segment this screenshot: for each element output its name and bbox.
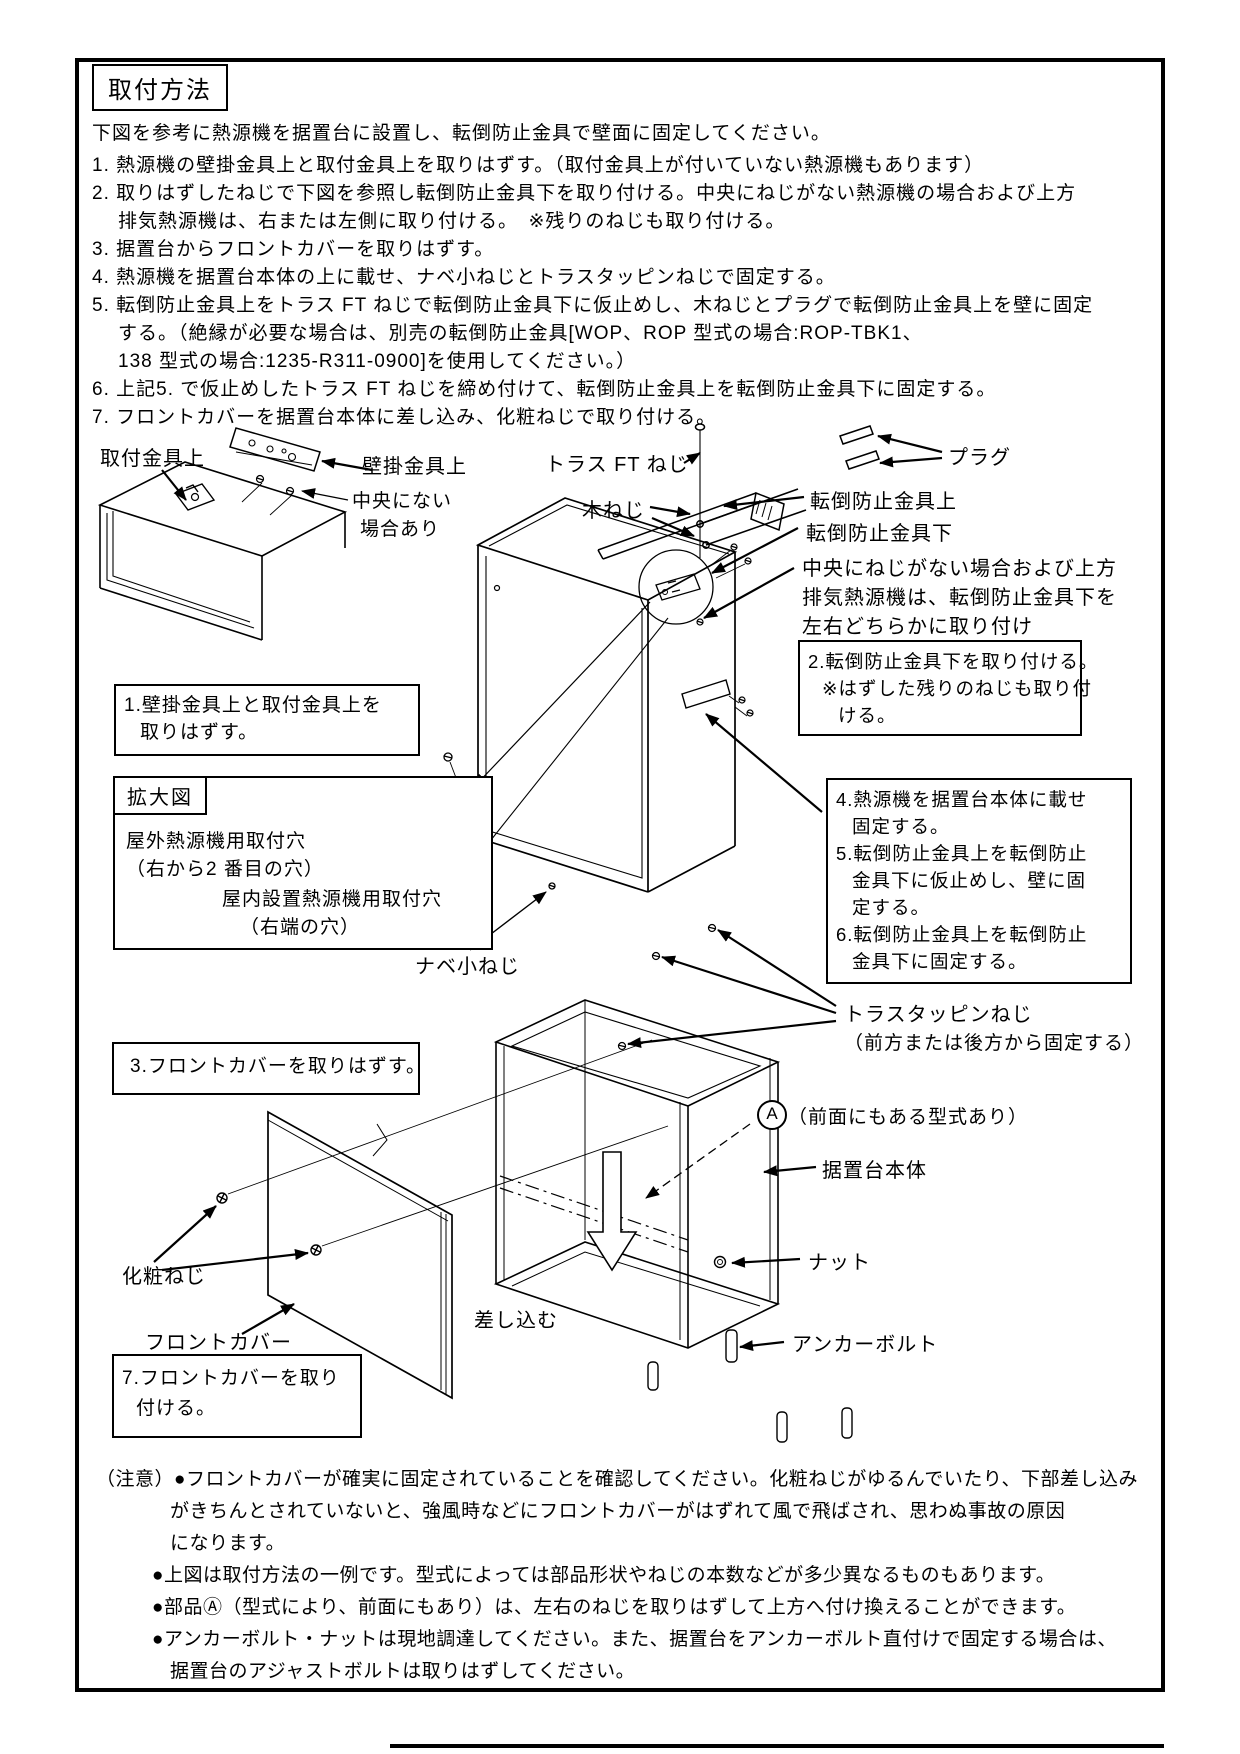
decorative-screw-label: 化粧ねじ [122, 1266, 206, 1288]
enlarged-view-title: 拡大図 [113, 776, 207, 815]
indoor-hole-label-line2: （右端の穴） [240, 917, 361, 938]
part-a-mark: A [757, 1100, 787, 1130]
page-title: 取付方法 [92, 64, 228, 111]
truss-tapping-screw-note: （前方または後方から固定する） [844, 1033, 1145, 1054]
step-5-cont1: する。（絶縁が必要な場合は、別売の転倒防止金具[WOP、ROP 型式の場合:RO… [118, 323, 923, 344]
truss-tapping-screw-label: トラスタッピンねじ [844, 1004, 1033, 1026]
insert-label: 差し込む [474, 1310, 558, 1332]
wall-bracket-upper-label: 壁掛金具上 [362, 456, 467, 478]
callout-line: 定する。 [852, 897, 931, 918]
callout-line: ※はずした残りのねじも取り付 [822, 678, 1093, 699]
step-1: 1. 熱源機の壁掛金具上と取付金具上を取りはずす。（取付金具上が付いていない熱源… [92, 155, 985, 176]
callout-box-steps456: 4.熱源機を据置台本体に載せ 固定する。 5.転倒防止金具上を転倒防止 金具下に… [826, 778, 1132, 984]
callout-line: ける。 [838, 705, 897, 726]
center-screw-note-line2: 排気熱源機は、転倒防止金具下を [802, 587, 1117, 609]
intro-text: 下図を参考に熱源機を据置台に設置し、転倒防止金具で壁面に固定してください。 [92, 123, 831, 144]
callout-line: 固定する。 [852, 816, 950, 837]
caution-note-line6: ●アンカーボルト・ナットは現地調達してください。また、据置台をアンカーボルト直付… [152, 1629, 1117, 1650]
callout-box-step2: 2.転倒防止金具下を取り付ける。 ※はずした残りのねじも取り付 ける。 [798, 640, 1099, 736]
wood-screw-label: 木ねじ [582, 500, 645, 522]
callout-line: 1.壁掛金具上と取付金具上を [124, 695, 382, 716]
callout-line: 5.転倒防止金具上を転倒防止 [836, 843, 1088, 864]
step-4: 4. 熱源機を据置台本体の上に載せ、ナベ小ねじとトラスタッピンねじで固定する。 [92, 267, 836, 288]
callout-box-step1: 1.壁掛金具上と取付金具上を 取りはずす。 [114, 684, 420, 756]
caution-note-line5: ●部品Ⓐ（型式により、前面にもあり）は、左右のねじを取りはずして上方へ付け換える… [152, 1597, 1077, 1618]
callout-line: 3.フロントカバーを取りはずす。 [130, 1056, 426, 1077]
tip-bracket-upper-label: 転倒防止金具上 [810, 491, 957, 513]
anchor-bolt-label: アンカーボルト [792, 1334, 939, 1356]
callout-line: 2.転倒防止金具下を取り付ける。 [808, 651, 1099, 672]
callout-line: 7.フロントカバーを取り [122, 1368, 340, 1389]
callout-line: 6.転倒防止金具上を転倒防止 [836, 924, 1088, 945]
plug-label: プラグ [948, 447, 1011, 469]
leader-arrows [153, 433, 943, 1351]
nut-label: ナット [808, 1252, 871, 1274]
next-section-border-line [390, 1744, 1164, 1748]
tip-bracket-lower-label: 転倒防止金具下 [806, 523, 953, 545]
callout-box-step7: 7.フロントカバーを取り 付ける。 [112, 1354, 362, 1438]
caution-note-line4: ●上図は取付方法の一例です。型式によっては部品形状やねじの本数などが多少異なるも… [152, 1565, 1056, 1586]
page-border-frame [75, 58, 1165, 1692]
center-screw-note-line3: 左右どちらかに取り付け [802, 616, 1033, 638]
step-2-cont: 排気熱源機は、右または左側に取り付ける。 ※残りのねじも取り付ける。 [118, 211, 786, 232]
callout-line: 4.熱源機を据置台本体に載せ [836, 789, 1088, 810]
center-screw-note-line1: 中央にねじがない場合および上方 [802, 558, 1117, 580]
not-center-note-line2: 場合あり [360, 519, 441, 540]
small-unit-drawing [97, 427, 348, 641]
stand-drawing [493, 923, 853, 1443]
callout-box-step3: 3.フロントカバーを取りはずす。 [112, 1042, 426, 1095]
caution-note-line3: になります。 [170, 1533, 286, 1554]
not-center-note-line1: 中央にない [352, 491, 453, 512]
outdoor-hole-label-line2: （右から2 番目の穴） [126, 859, 324, 880]
step-6: 6. 上記5. で仮止めしたトラス FT ねじを締め付けて、転倒防止金具上を転倒… [92, 379, 997, 400]
callout-line: 付ける。 [136, 1398, 217, 1419]
mounting-bracket-upper-label: 取付金具上 [100, 448, 205, 470]
stand-body-label: 据置台本体 [822, 1160, 927, 1182]
step-7: 7. フロントカバーを据置台本体に差し込み、化粧ねじで取り付ける。 [92, 407, 717, 428]
part-a-note: （前面にもある型式あり） [788, 1107, 1029, 1128]
step-5: 5. 転倒防止金具上をトラス FT ねじで転倒防止金具下に仮止めし、木ねじとプラ… [92, 295, 1094, 316]
pan-screw-label: ナベ小ねじ [415, 956, 520, 978]
callout-line: 金具下に固定する。 [852, 951, 1028, 972]
caution-note-line1: （注意）●フロントカバーが確実に固定されていることを確認してください。化粧ねじが… [96, 1469, 1139, 1490]
step-5-cont2: 138 型式の場合:1235-R311-0900]を使用してください。） [118, 351, 637, 372]
callout-line: 金具下に仮止めし、壁に固 [852, 870, 1087, 891]
callout-line: 取りはずす。 [140, 722, 259, 743]
caution-note-line7: 据置台のアジャストボルトは取りはずしてください。 [170, 1661, 636, 1682]
step-3: 3. 据置台からフロントカバーを取りはずす。 [92, 239, 495, 260]
front-cover-drawing [216, 1039, 669, 1400]
outdoor-hole-label-line1: 屋外熱源機用取付穴 [126, 831, 307, 852]
caution-note-line2: がきちんとされていないと、強風時などにフロントカバーがはずれて風で飛ばされ、思わ… [170, 1501, 1066, 1522]
front-cover-label: フロントカバー [145, 1332, 292, 1354]
indoor-hole-label-line1: 屋内設置熱源機用取付穴 [222, 889, 443, 910]
truss-ft-screw-label: トラス FT ねじ [545, 454, 689, 476]
step-2: 2. 取りはずしたねじで下図を参照し転倒防止金具下を取り付ける。中央にねじがない… [92, 183, 1077, 204]
